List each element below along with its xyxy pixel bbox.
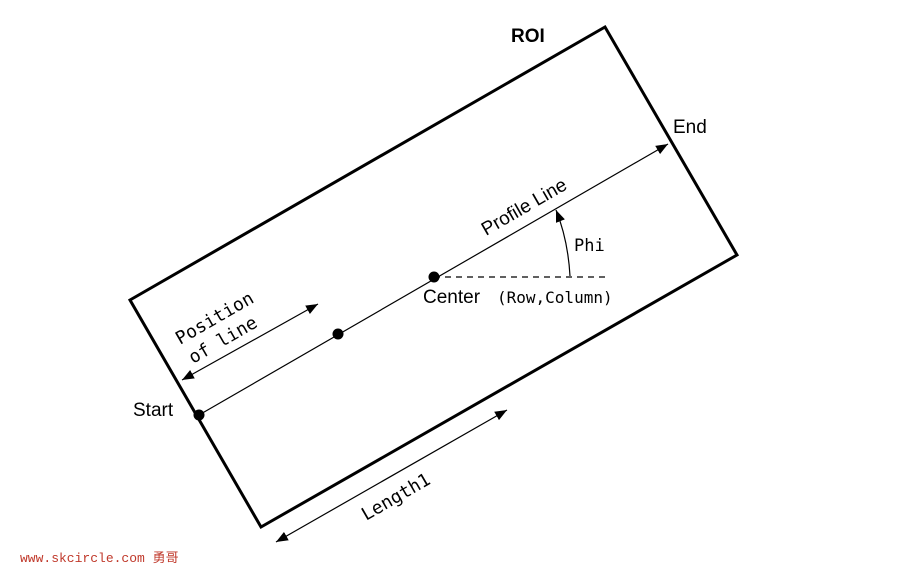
- watermark-text: www.skcircle.com 勇哥: [20, 551, 179, 566]
- roi-rectangle: [127, 24, 740, 530]
- position-of-line-arrow: [181, 303, 319, 381]
- phi-arc-arrow: [555, 209, 571, 277]
- roi-label: ROI: [511, 26, 545, 47]
- end-label: End: [673, 117, 707, 138]
- midpoint: [332, 328, 344, 340]
- phi-label: Phi: [574, 236, 605, 256]
- start-label: Start: [133, 400, 174, 421]
- start-point: [193, 409, 205, 421]
- profile-line-label: Profile Line: [478, 175, 571, 241]
- center-args-label: (Row,Column): [497, 288, 613, 307]
- center-point: [428, 271, 440, 283]
- length1-label: Length1: [358, 469, 434, 525]
- center-label: Center: [423, 287, 481, 308]
- length1-arrow: [275, 409, 508, 543]
